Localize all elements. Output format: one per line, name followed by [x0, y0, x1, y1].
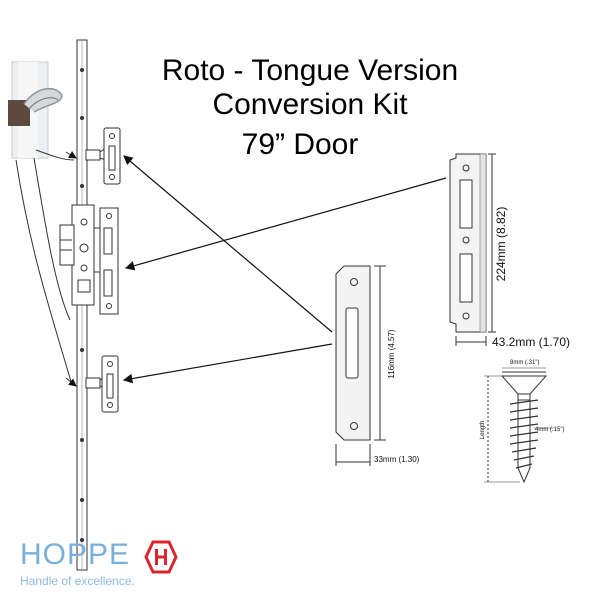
short-strike-plate: [335, 265, 386, 466]
long-plate-width-label: 43.2mm (1.70): [492, 335, 570, 349]
middle-keeper: [99, 207, 119, 315]
brand-tagline: Handle of excellence.: [20, 574, 135, 588]
hoppe-logo: HOPPE Handle of excellence.: [20, 538, 178, 588]
door-handle-photo-icon: [8, 61, 63, 159]
screw-length-label: Length: [480, 421, 486, 439]
title-line-1: Roto - Tongue Version: [161, 54, 459, 87]
brand-name: HOPPE: [20, 538, 131, 571]
top-cam: [65, 147, 107, 161]
bottom-cam: [65, 375, 107, 389]
screw-head-label: 8mm (.31"): [510, 360, 539, 366]
short-plate-height-label: 116mm (4.57): [387, 329, 396, 379]
long-plate-height-label: 224mm (8.82): [494, 207, 508, 282]
short-plate-width-label: 33mm (1.30): [374, 455, 420, 464]
title-line-2: Conversion Kit: [212, 88, 408, 121]
top-keeper: [103, 127, 121, 185]
screw-shank-label: 4mm (.15"): [535, 427, 564, 433]
main-gearbox: [59, 204, 103, 306]
screw-icon: [484, 367, 554, 484]
long-strike-plate: [449, 153, 496, 346]
title-line-3: 79” Door: [241, 128, 359, 161]
bottom-keeper: [101, 355, 119, 413]
hoppe-logo-icon: [144, 540, 178, 574]
